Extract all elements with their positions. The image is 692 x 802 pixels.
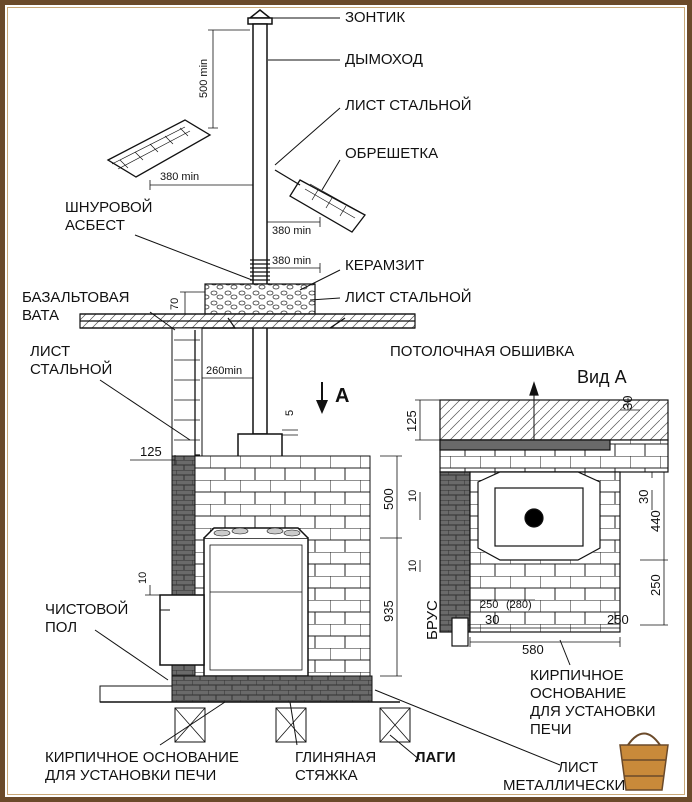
dim-380min-2: 380 min — [272, 225, 311, 237]
dim-250-right: 250 — [648, 574, 663, 596]
label-kirp-r3: ДЛЯ УСТАНОВКИ — [530, 703, 656, 720]
dim-125-left: 125 — [140, 444, 162, 459]
dim-260min: 260min — [206, 365, 242, 377]
dim-380min-1: 380 min — [160, 171, 199, 183]
basalt-wool — [171, 327, 203, 457]
label-vata: ВАТА — [22, 307, 59, 324]
leader-lines — [94, 17, 571, 766]
dim-500: 500 — [381, 488, 396, 510]
label-list-met: ЛИСТ — [558, 759, 598, 776]
label-metallicheskiy: МЕТАЛЛИЧЕСКИЙ — [503, 776, 636, 794]
label-shnurovoy: ШНУРОВОЙ — [65, 198, 152, 216]
label-list-stalnoy-roof: ЛИСТ СТАЛЬНОЙ — [345, 96, 472, 114]
dim-250-bottom-b: 250 — [607, 612, 629, 627]
label-dlya-ustanovki: ДЛЯ УСТАНОВКИ ПЕЧИ — [45, 767, 216, 784]
bath-bucket-icon — [619, 732, 669, 791]
label-bazalt: БАЗАЛЬТОВАЯ — [22, 289, 129, 306]
view-arrow: A — [316, 382, 349, 414]
label-kirpichnoe-osnovanie: КИРПИЧНОЕ ОСНОВАНИЕ — [45, 749, 239, 766]
dim-500min: 500 min — [198, 59, 210, 98]
label-pol: ПОЛ — [45, 619, 77, 636]
label-lagi: ЛАГИ — [415, 749, 456, 766]
label-zontik: ЗОНТИК — [345, 9, 405, 26]
dim-440: 440 — [648, 510, 663, 532]
label-kirp-r1: КИРПИЧНОЕ — [530, 667, 624, 684]
dim-280: (280) — [506, 599, 532, 611]
label-asbest: АСБЕСТ — [65, 217, 125, 234]
label-chistovoy: ЧИСТОВОЙ — [45, 600, 128, 618]
label-list: ЛИСТ — [30, 343, 70, 360]
dimension-lines — [130, 29, 668, 677]
dim-10-b: 10 — [407, 490, 419, 502]
label-kirp-r4: ПЕЧИ — [530, 721, 572, 738]
dim-935: 935 — [381, 600, 396, 622]
ceiling — [79, 283, 416, 329]
dim-30-bottom: 30 — [485, 612, 499, 627]
dimension-labels: 500 min 380 min 380 min 380 min 70 260mi… — [137, 59, 663, 657]
dim-30-top: 30 — [620, 396, 635, 410]
label-obreshetka: ОБРЕШЕТКА — [345, 145, 438, 162]
label-list-stalnoy-ceiling: ЛИСТ СТАЛЬНОЙ — [345, 288, 472, 306]
dim-10-c: 10 — [407, 560, 419, 572]
stove-body — [159, 527, 309, 677]
label-styazhka: СТЯЖКА — [295, 767, 358, 784]
dim-380min-3: 380 min — [272, 255, 311, 267]
dim-70: 70 — [169, 298, 181, 310]
label-brus: БРУС — [424, 600, 441, 640]
label-kirp-r2: ОСНОВАНИЕ — [530, 685, 626, 702]
label-dymohod: ДЫМОХОД — [345, 51, 423, 68]
roof — [106, 119, 366, 233]
view-arrow-letter: A — [335, 385, 349, 407]
stove-base — [99, 675, 411, 743]
dim-5: 5 — [284, 410, 296, 416]
labels: ЗОНТИК ДЫМОХОД ЛИСТ СТАЛЬНОЙ ОБРЕШЕТКА Ш… — [22, 9, 656, 794]
dim-250-bottom-a: 250 — [480, 599, 498, 611]
label-potolok: ПОТОЛОЧНАЯ ОБШИВКА — [390, 343, 574, 360]
label-glinyanaya: ГЛИНЯНАЯ — [295, 749, 376, 766]
label-stalnoy: СТАЛЬНОЙ — [30, 360, 112, 378]
label-keramzit: КЕРАМЗИТ — [345, 257, 424, 274]
dim-580: 580 — [522, 642, 544, 657]
view-a-plan — [439, 381, 669, 647]
dim-125-right: 125 — [404, 410, 419, 432]
dim-10-a: 10 — [137, 572, 149, 584]
dim-30-right: 30 — [636, 490, 651, 504]
label-vid-a: Вид А — [577, 367, 627, 387]
